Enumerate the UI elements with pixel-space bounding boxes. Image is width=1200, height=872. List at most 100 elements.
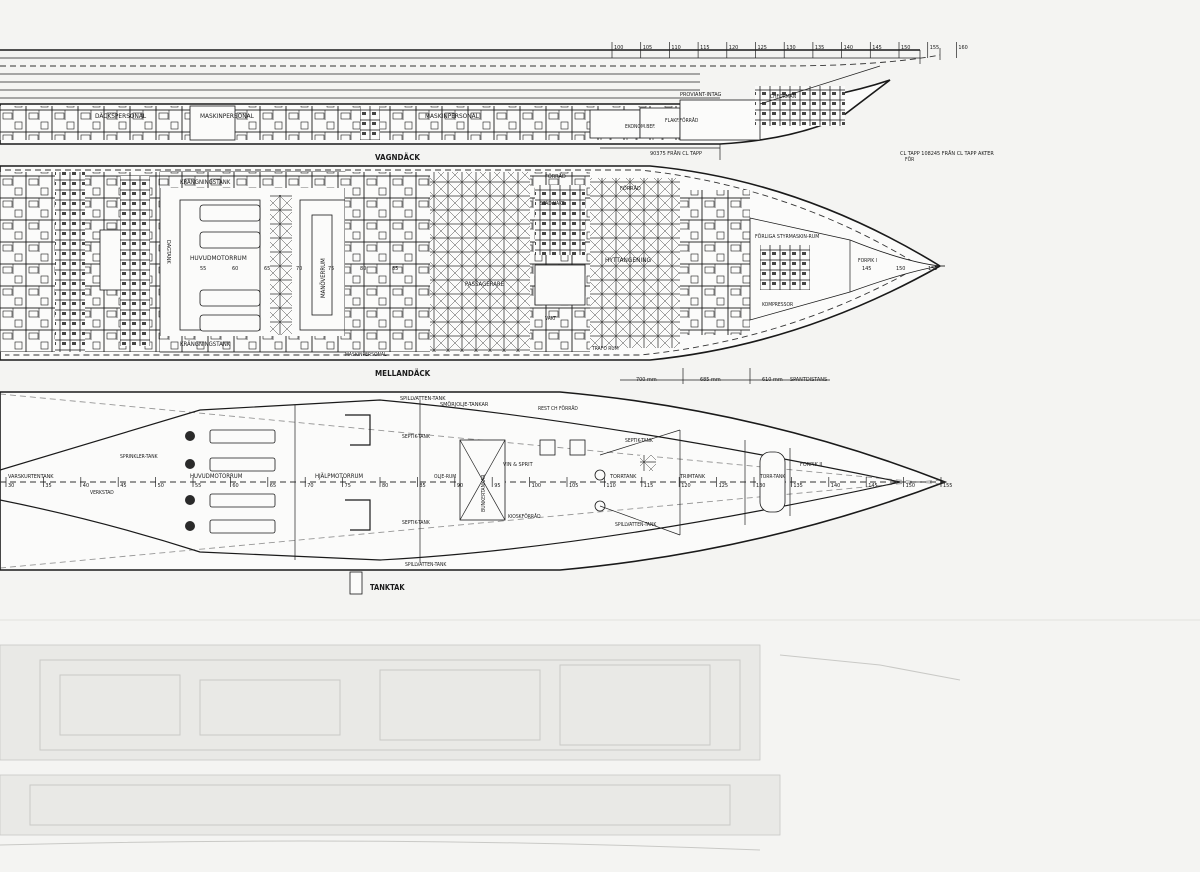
label-hyttangening: HYTTANGENING bbox=[605, 256, 652, 264]
label-krangningstank-top: KRÄNGNINGSTANK bbox=[180, 179, 231, 186]
top-frame-label: 150 bbox=[901, 45, 910, 51]
low-frame-label: 100 bbox=[532, 483, 541, 489]
top-frame-label: 100 bbox=[614, 45, 623, 51]
label-verkstad: VERKSTAD bbox=[90, 490, 114, 496]
label-forpik-2: FORPIK II bbox=[800, 462, 822, 468]
mid-frame-label: 60 bbox=[232, 266, 238, 272]
label-septik-3: SEPTIK-TANK bbox=[402, 520, 431, 526]
label-forpik-1: FORPIK I bbox=[858, 258, 877, 264]
label-spacing-title: SPANTDISTANS bbox=[790, 377, 827, 383]
label-bunkertankar: BUNKERTANKAR bbox=[481, 474, 487, 512]
mellandack-plan bbox=[0, 165, 945, 361]
label-mellandack: MELLANDÄCK bbox=[375, 368, 431, 378]
mid-frame-label: 155 bbox=[928, 266, 937, 272]
top-frame-label: 140 bbox=[844, 45, 853, 51]
label-dagtank: DAGTANK bbox=[165, 240, 171, 264]
mid-frame-label: 70 bbox=[296, 266, 302, 272]
label-spillvatten-1: SPILLVATTEN-TANK bbox=[400, 396, 446, 402]
low-frame-label: 35 bbox=[45, 483, 51, 489]
label-maskinpersonal-mid: MASKINPERSONAL bbox=[345, 352, 387, 358]
mid-frame-label: 55 bbox=[200, 266, 206, 272]
top-frame-label: 160 bbox=[958, 45, 967, 51]
label-huvudmotorrum-mid: HUVUDMOTORRUM bbox=[190, 254, 247, 262]
label-spacing-b: 685 mm bbox=[700, 377, 721, 383]
label-spillvatten-2: SPILLVATTEN-TANK bbox=[405, 562, 447, 568]
label-smorjolje-tankar: SMÖRJOLJE-TANKAR bbox=[440, 401, 489, 408]
low-frame-label: 95 bbox=[494, 483, 500, 489]
label-torrtank: TORRTANK bbox=[609, 474, 637, 480]
label-proviant-intag: PROVIANT-INTAG bbox=[680, 92, 721, 98]
label-passagerare: PASSAGERARE bbox=[465, 281, 505, 288]
low-frame-label: 70 bbox=[307, 483, 313, 489]
low-frame-label: 140 bbox=[831, 483, 840, 489]
low-frame-label: 60 bbox=[232, 483, 238, 489]
label-kompressor: KOMPRESSOR bbox=[762, 302, 793, 308]
label-dackspersonal: DÄCKSPERSONAL bbox=[95, 111, 147, 120]
top-frame-label: 105 bbox=[643, 45, 652, 51]
low-frame-label: 150 bbox=[906, 483, 915, 489]
label-vakt: VAKT bbox=[545, 316, 556, 322]
top-frame-label: 130 bbox=[786, 45, 795, 51]
label-spacing-a: 700 mm bbox=[636, 377, 657, 383]
label-flakf-forrad: FLAKF.FÖRRÅD bbox=[665, 117, 699, 124]
label-spillvatten-3: SPILLVATTEN-TANK bbox=[615, 522, 657, 528]
mid-frame-label: 65 bbox=[264, 266, 270, 272]
top-frame-label: 155 bbox=[930, 45, 939, 51]
low-frame-label: 115 bbox=[644, 483, 653, 489]
label-trafo-rum: TRAFO RUM bbox=[591, 346, 619, 352]
label-forliga-styrmaskinrum: FÖRLIGA STYRMASKIN-RUM bbox=[755, 233, 819, 240]
label-oljerum: OLJE-RUM bbox=[434, 474, 456, 480]
label-vagndack: VAGNDÄCK bbox=[375, 152, 420, 162]
low-frame-label: 55 bbox=[195, 483, 201, 489]
label-tanktak: TANKTAK bbox=[370, 583, 405, 592]
low-frame-label: 85 bbox=[419, 483, 425, 489]
low-frame-label: 80 bbox=[382, 483, 388, 489]
label-kioskforrad: KIOSKFÖRRÅD bbox=[508, 513, 541, 520]
mid-frame-label: 150 bbox=[896, 266, 905, 272]
low-frame-label: 130 bbox=[756, 483, 765, 489]
mid-frame-label: 80 bbox=[360, 266, 366, 272]
label-trimtank: TRIMTANK bbox=[679, 474, 706, 480]
aux-engines bbox=[185, 429, 276, 534]
low-frame-label: 90 bbox=[457, 483, 463, 489]
label-ekonom-bef: EKONOM.BEF. bbox=[625, 124, 655, 130]
top-frame-label: 125 bbox=[758, 45, 767, 51]
ghost-bleed-through bbox=[0, 619, 1200, 851]
label-sprinklertank: SPRINKLER-TANK bbox=[120, 454, 159, 460]
label-dim-top-right: CL TAPP 108245 FRÅN CL TAPP AKTER bbox=[900, 150, 994, 157]
top-frame-label: 115 bbox=[700, 45, 709, 51]
label-manoverrum: MANÖVERRUM bbox=[320, 258, 327, 298]
label-maskinpersonal-1: MASKINPERSONAL bbox=[200, 112, 255, 120]
low-frame-label: 105 bbox=[569, 483, 578, 489]
top-frame-label: 135 bbox=[815, 45, 824, 51]
top-frame-label: 110 bbox=[671, 45, 680, 51]
top-frame-label: 120 bbox=[729, 45, 738, 51]
label-torrtank-2: TORR-TANK bbox=[759, 474, 786, 480]
label-septik-2: SEPTIK-TANK bbox=[625, 438, 654, 444]
label-dim-top-right-small: FÖR bbox=[905, 156, 914, 163]
label-huvudmotorrum-low: HUVUDMOTORRUM bbox=[190, 473, 243, 480]
vagndack-plan bbox=[0, 65, 891, 160]
label-septik-1: SEPTIK-TANK bbox=[402, 434, 431, 440]
label-vin-sprit: VIN & SPRIT bbox=[503, 462, 534, 468]
top-frame-label: 145 bbox=[872, 45, 881, 51]
label-krangningstank-bottom: KRÄNGNINGSTANK bbox=[180, 341, 231, 348]
low-frame-label: 40 bbox=[83, 483, 89, 489]
low-frame-label: 45 bbox=[120, 483, 126, 489]
mid-frame-label: 75 bbox=[328, 266, 334, 272]
label-forrad-1: FÖRRÅD bbox=[545, 173, 566, 180]
spacing-dimension bbox=[620, 368, 830, 384]
label-chforman: CHFORMAN bbox=[770, 94, 796, 100]
low-frame-label: 120 bbox=[681, 483, 690, 489]
low-frame-label: 145 bbox=[868, 483, 877, 489]
label-rest-ch-forrad: REST CH FÖRRÅD bbox=[538, 405, 578, 412]
tanktak-plan bbox=[0, 391, 948, 595]
label-stad-vakt: STÄD VAKT bbox=[540, 200, 565, 207]
mid-frame-label: 85 bbox=[392, 266, 398, 272]
low-frame-label: 75 bbox=[345, 483, 351, 489]
mid-frame-label: 145 bbox=[862, 266, 871, 272]
label-varskurtentank: VARSKURTENTANK bbox=[8, 474, 54, 480]
low-frame-label: 135 bbox=[793, 483, 802, 489]
